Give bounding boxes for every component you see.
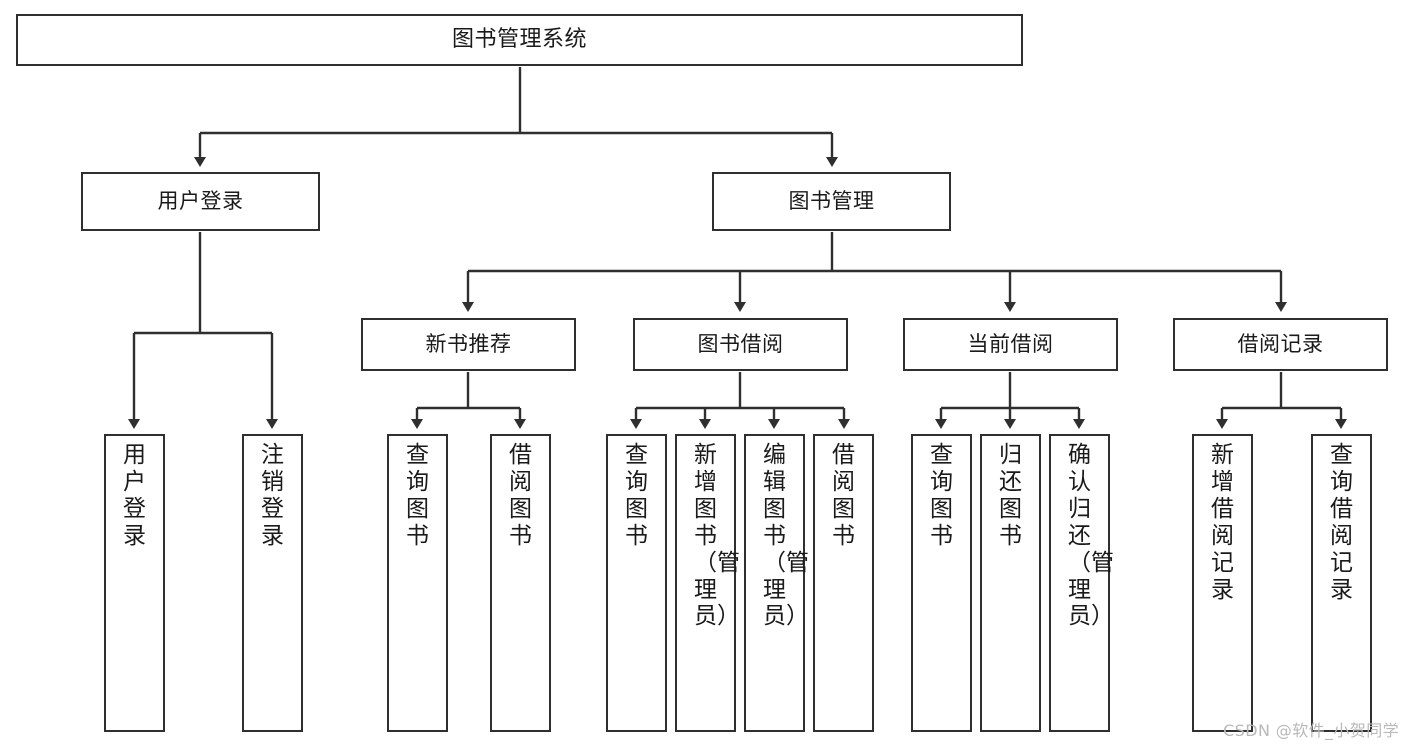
leaf-label: 借阅图书 <box>509 442 532 549</box>
leaf-borrow-book-1[interactable]: 查询图书 <box>606 434 667 732</box>
node-current-borrow-label: 当前借阅 <box>967 331 1054 356</box>
node-root[interactable]: 图书管理系统 <box>16 14 1023 66</box>
node-new-book-label: 新书推荐 <box>425 331 512 356</box>
node-user-login[interactable]: 用户登录 <box>81 172 320 231</box>
leaf-borrow-book-4[interactable]: 借阅图书 <box>813 434 874 732</box>
node-root-label: 图书管理系统 <box>451 26 587 52</box>
leaf-label: 查询图书 <box>625 442 648 549</box>
leaf-label: 归还图书 <box>999 442 1022 549</box>
leaf-user-login-2[interactable]: 注销登录 <box>242 434 303 732</box>
leaf-label: 查询图书 <box>406 442 429 549</box>
node-user-login-label: 用户登录 <box>157 188 244 213</box>
leaf-borrow-book-2[interactable]: 新增图书（管理员） <box>675 434 740 732</box>
leaf-current-borrow-1[interactable]: 查询图书 <box>911 434 972 732</box>
leaf-label: 借阅图书 <box>832 442 855 549</box>
leaf-current-borrow-2[interactable]: 归还图书 <box>980 434 1041 732</box>
leaf-label: 查询借阅记录 <box>1330 442 1353 603</box>
leaf-label: 新增图书（管理员） <box>694 442 740 630</box>
leaf-new-book-1[interactable]: 查询图书 <box>387 434 448 732</box>
node-book-manage[interactable]: 图书管理 <box>712 172 951 231</box>
node-book-manage-label: 图书管理 <box>788 188 875 213</box>
node-current-borrow[interactable]: 当前借阅 <box>903 318 1118 371</box>
leaf-label: 确认归还（管理员） <box>1068 442 1114 630</box>
leaf-current-borrow-3[interactable]: 确认归还（管理员） <box>1049 434 1114 732</box>
leaf-borrow-book-3[interactable]: 编辑图书（管理员） <box>744 434 809 732</box>
leaf-label: 用户登录 <box>123 442 146 549</box>
node-borrow-record[interactable]: 借阅记录 <box>1173 318 1388 371</box>
leaf-label: 新增借阅记录 <box>1211 442 1234 603</box>
leaf-new-book-2[interactable]: 借阅图书 <box>490 434 551 732</box>
node-new-book[interactable]: 新书推荐 <box>361 318 576 371</box>
node-borrow-book-label: 图书借阅 <box>697 331 784 356</box>
leaf-borrow-record-1[interactable]: 新增借阅记录 <box>1192 434 1253 732</box>
node-borrow-record-label: 借阅记录 <box>1237 331 1324 356</box>
node-borrow-book[interactable]: 图书借阅 <box>633 318 848 371</box>
leaf-label: 查询图书 <box>930 442 953 549</box>
watermark-text: CSDN @软件_小贺同学 <box>1223 721 1399 740</box>
leaf-label: 注销登录 <box>261 442 284 549</box>
leaf-borrow-record-2[interactable]: 查询借阅记录 <box>1311 434 1372 732</box>
leaf-user-login-1[interactable]: 用户登录 <box>104 434 165 732</box>
leaf-label: 编辑图书（管理员） <box>763 442 809 630</box>
